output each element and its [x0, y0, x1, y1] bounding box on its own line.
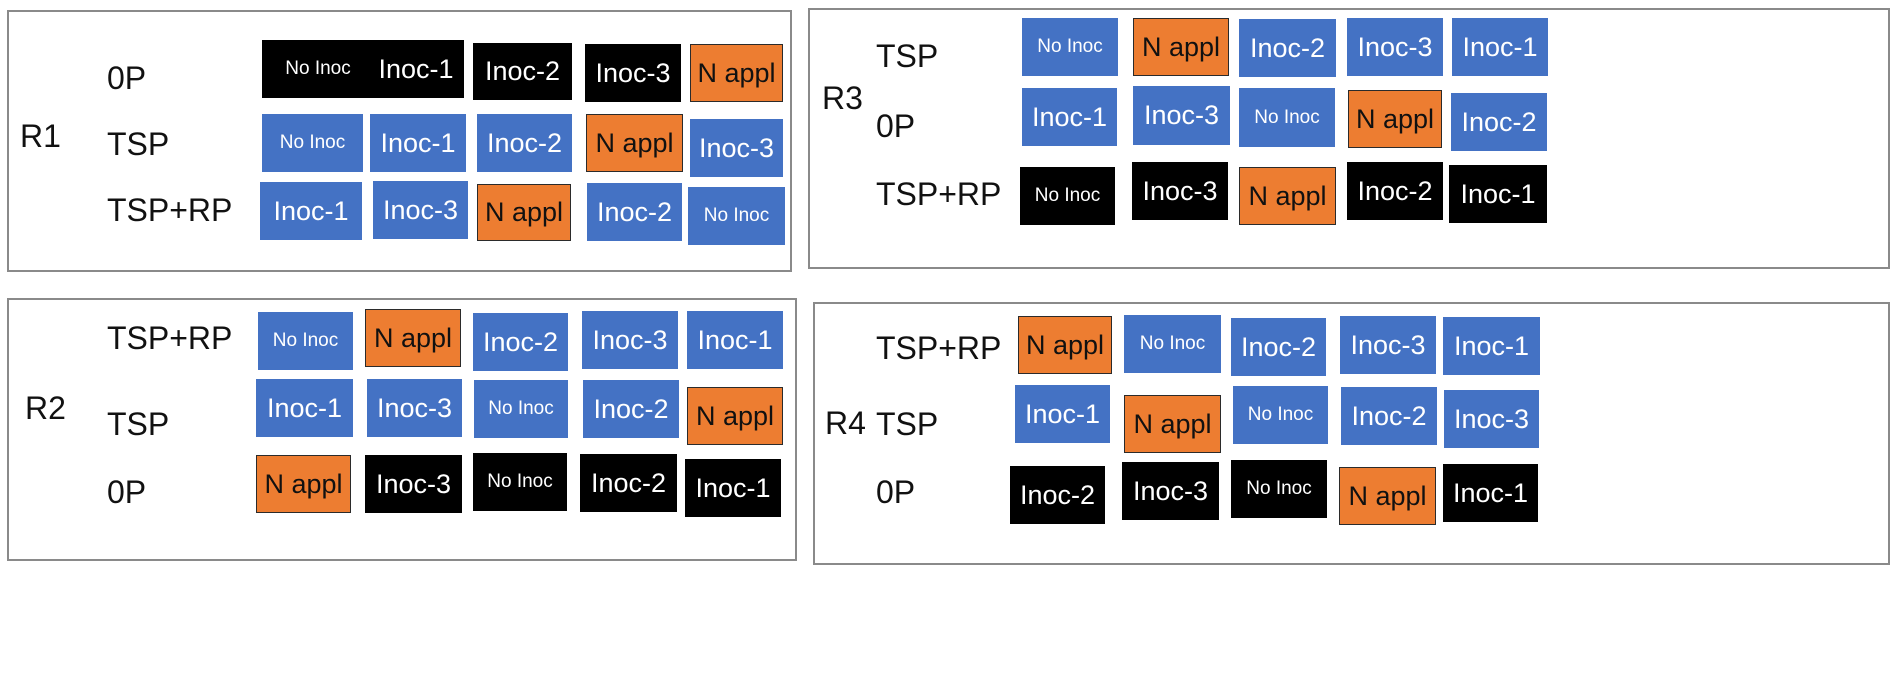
- plot-cell-inoc-2: Inoc-2: [1239, 19, 1336, 77]
- plot-cell-n-appl: N appl: [365, 309, 461, 367]
- treatment-label-tsp-plus-rp: TSP+RP: [876, 176, 1002, 212]
- plot-cell-no-inoc: No Inoc: [1124, 315, 1221, 373]
- plot-cell-inoc-1: Inoc-1: [1443, 464, 1538, 522]
- treatment-label-0p: 0P: [876, 108, 916, 144]
- plot-cell-n-appl: N appl: [1339, 467, 1436, 525]
- plot-cell-inoc-2: Inoc-2: [473, 43, 572, 100]
- plot-cell-n-appl: N appl: [1133, 18, 1229, 76]
- plot-cell-inoc-1: Inoc-1: [685, 459, 781, 517]
- plot-cell-inoc-1: Inoc-1: [256, 379, 353, 437]
- treatment-label-tsp: TSP: [107, 406, 170, 442]
- plot-cell-inoc-3: Inoc-3: [373, 181, 468, 239]
- plot-cell-n-appl: N appl: [1239, 167, 1336, 225]
- plot-cell-inoc-1: Inoc-1: [260, 182, 362, 240]
- plot-cell-no-inoc: No Inoc: [258, 312, 353, 370]
- plot-cell-inoc-3: Inoc-3: [585, 44, 681, 102]
- plot-cell-no-inoc: No Inoc: [1231, 460, 1327, 518]
- plot-cell-inoc-1: Inoc-1: [1449, 165, 1547, 223]
- treatment-label-0p: 0P: [876, 474, 916, 510]
- plot-cell-inoc-2: Inoc-2: [583, 380, 679, 438]
- plot-cell-inoc-3: Inoc-3: [1122, 462, 1219, 520]
- treatment-label-tsp-plus-rp: TSP+RP: [107, 320, 233, 356]
- plot-cell-no-inoc: No Inoc: [262, 40, 374, 98]
- plot-cell-inoc-1: Inoc-1: [370, 114, 466, 172]
- plot-cell-no-inoc: No Inoc: [1239, 88, 1335, 147]
- plot-cell-inoc-3: Inoc-3: [367, 379, 462, 437]
- plot-cell-n-appl: N appl: [256, 455, 351, 513]
- plot-cell-inoc-2: Inoc-2: [1341, 387, 1437, 445]
- plot-cell-n-appl: N appl: [1124, 395, 1221, 453]
- plot-cell-inoc-2: Inoc-2: [1231, 318, 1326, 376]
- replicate-label: R1: [20, 118, 61, 154]
- plot-cell-inoc-2: Inoc-2: [477, 114, 572, 172]
- plot-cell-inoc-3: Inoc-3: [365, 455, 462, 513]
- plot-cell-n-appl: N appl: [690, 44, 783, 102]
- plot-cell-inoc-3: Inoc-3: [1444, 390, 1539, 448]
- treatment-label-0p: 0P: [107, 474, 147, 510]
- plot-cell-n-appl: N appl: [1348, 90, 1442, 148]
- plot-cell-no-inoc: No Inoc: [262, 114, 363, 172]
- plot-cell-no-inoc: No Inoc: [474, 380, 568, 438]
- treatment-label-tsp-plus-rp: TSP+RP: [107, 192, 233, 228]
- treatment-label-tsp-plus-rp: TSP+RP: [876, 330, 1002, 366]
- plot-cell-inoc-1: Inoc-1: [1015, 385, 1110, 443]
- plot-cell-inoc-3: Inoc-3: [582, 311, 678, 369]
- replicate-label: R2: [25, 390, 66, 426]
- treatment-label-tsp: TSP: [876, 38, 939, 74]
- treatment-label-0p: 0P: [107, 60, 147, 96]
- plot-cell-inoc-3: Inoc-3: [1132, 162, 1228, 220]
- plot-cell-no-inoc: No Inoc: [1020, 167, 1115, 225]
- treatment-label-tsp: TSP: [876, 406, 939, 442]
- treatment-label-tsp: TSP: [107, 126, 170, 162]
- plot-cell-inoc-2: Inoc-2: [1347, 162, 1443, 220]
- plot-cell-no-inoc: No Inoc: [688, 187, 785, 245]
- plot-cell-no-inoc: No Inoc: [473, 453, 567, 511]
- plot-cell-no-inoc: No Inoc: [1233, 386, 1328, 444]
- plot-cell-inoc-2: Inoc-2: [1010, 466, 1105, 524]
- plot-cell-inoc-1: Inoc-1: [687, 311, 783, 369]
- plot-cell-n-appl: N appl: [477, 184, 571, 241]
- plot-cell-inoc-3: Inoc-3: [1340, 316, 1436, 374]
- plot-cell-inoc-2: Inoc-2: [473, 313, 568, 371]
- plot-cell-inoc-3: Inoc-3: [1347, 18, 1443, 76]
- plot-cell-n-appl: N appl: [687, 387, 783, 445]
- plot-cell-inoc-2: Inoc-2: [587, 183, 682, 241]
- plot-cell-inoc-2: Inoc-2: [580, 454, 677, 512]
- plot-cell-no-inoc: No Inoc: [1022, 18, 1118, 76]
- plot-cell-n-appl: N appl: [1018, 316, 1112, 374]
- plot-cell-inoc-1: Inoc-1: [368, 40, 464, 98]
- plot-cell-inoc-3: Inoc-3: [1133, 86, 1230, 145]
- plot-cell-inoc-3: Inoc-3: [690, 119, 783, 177]
- plot-cell-inoc-1: Inoc-1: [1443, 317, 1540, 375]
- replicate-label: R3: [822, 80, 863, 116]
- plot-cell-inoc-2: Inoc-2: [1451, 93, 1547, 151]
- plot-cell-inoc-1: Inoc-1: [1452, 18, 1548, 76]
- replicate-label: R4: [825, 405, 866, 441]
- plot-cell-inoc-1: Inoc-1: [1022, 88, 1117, 146]
- plot-cell-n-appl: N appl: [586, 114, 683, 172]
